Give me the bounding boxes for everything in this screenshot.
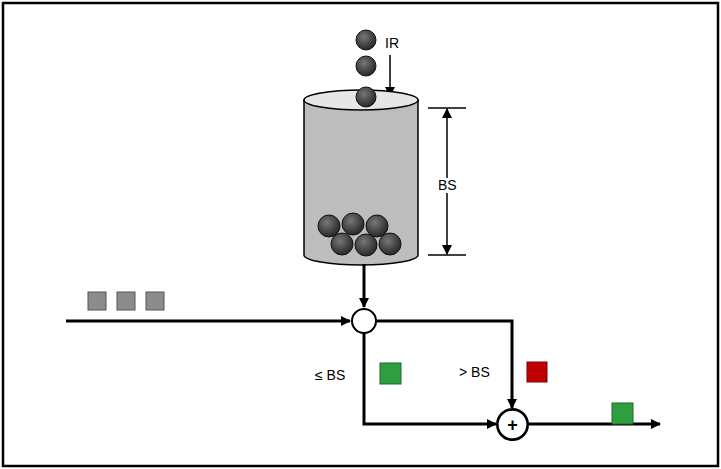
branch-label: ≤ BS — [313, 368, 347, 383]
branch-label: > BS — [457, 365, 492, 380]
sum-sign: + — [507, 416, 518, 434]
rate-label: IR — [383, 36, 401, 51]
sum-junction: + — [496, 408, 529, 441]
size-label: BS — [436, 178, 459, 193]
